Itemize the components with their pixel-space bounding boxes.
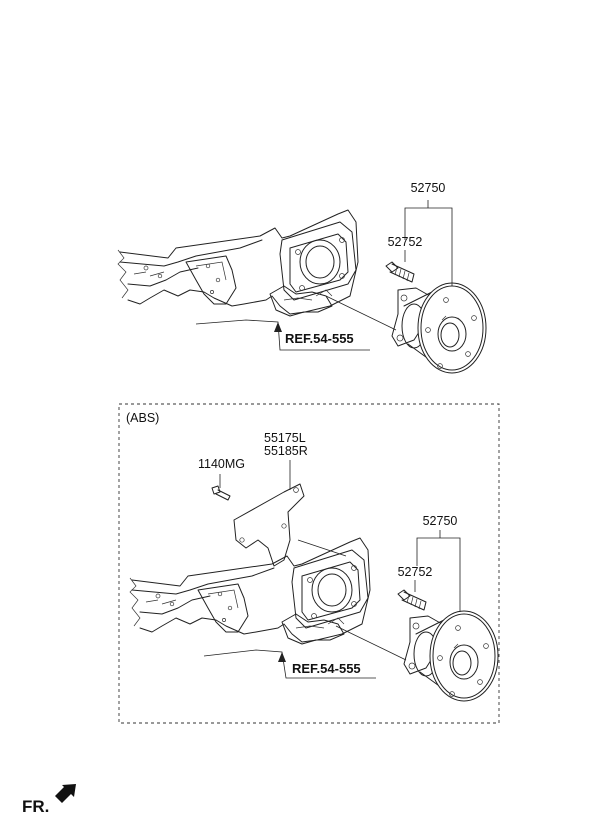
direction-label: FR. xyxy=(22,797,49,816)
front-arrow-icon xyxy=(55,784,76,803)
abs-hub-bearing-drawing xyxy=(403,610,499,702)
abs-assembly: 55175L 55185R 1140MG 52750 52752 REF.54-… xyxy=(129,431,499,702)
abs-bracket-drawing xyxy=(233,483,305,567)
abs-axle-knuckle-drawing xyxy=(129,537,371,645)
bracket-to-knuckle-leader xyxy=(297,539,347,557)
reference-arrow-icon xyxy=(274,322,282,332)
abs-reference-label: REF.54-555 xyxy=(292,661,361,676)
abs-section-label: (ABS) xyxy=(126,411,159,425)
abs-reference-arrow-icon xyxy=(278,652,286,662)
part-number-bolt: 52752 xyxy=(388,235,423,249)
axle-knuckle-drawing xyxy=(117,209,359,317)
abs-section-frame xyxy=(118,403,500,724)
screw-drawing xyxy=(211,485,221,495)
reference-label: REF.54-555 xyxy=(285,331,354,346)
abs-wheel-bolt-drawing xyxy=(397,589,427,611)
part-number-bracket-left: 55175L xyxy=(264,431,306,445)
hub-leader-line xyxy=(404,200,453,286)
part-number-bracket-right: 55185R xyxy=(264,444,308,458)
part-number-screw: 1140MG xyxy=(198,457,245,471)
knuckle-to-hub-leader xyxy=(325,295,397,331)
top-assembly: 52750 52752 REF.54-555 xyxy=(117,181,487,374)
abs-part-number-hub: 52750 xyxy=(423,514,458,528)
abs-hub-leader-line xyxy=(416,530,461,612)
hub-bearing-drawing xyxy=(391,282,487,374)
part-number-hub: 52750 xyxy=(411,181,446,195)
wheel-bolt-drawing xyxy=(385,261,415,283)
abs-part-number-bolt: 52752 xyxy=(398,565,433,579)
abs-knuckle-to-hub-leader xyxy=(335,625,407,661)
